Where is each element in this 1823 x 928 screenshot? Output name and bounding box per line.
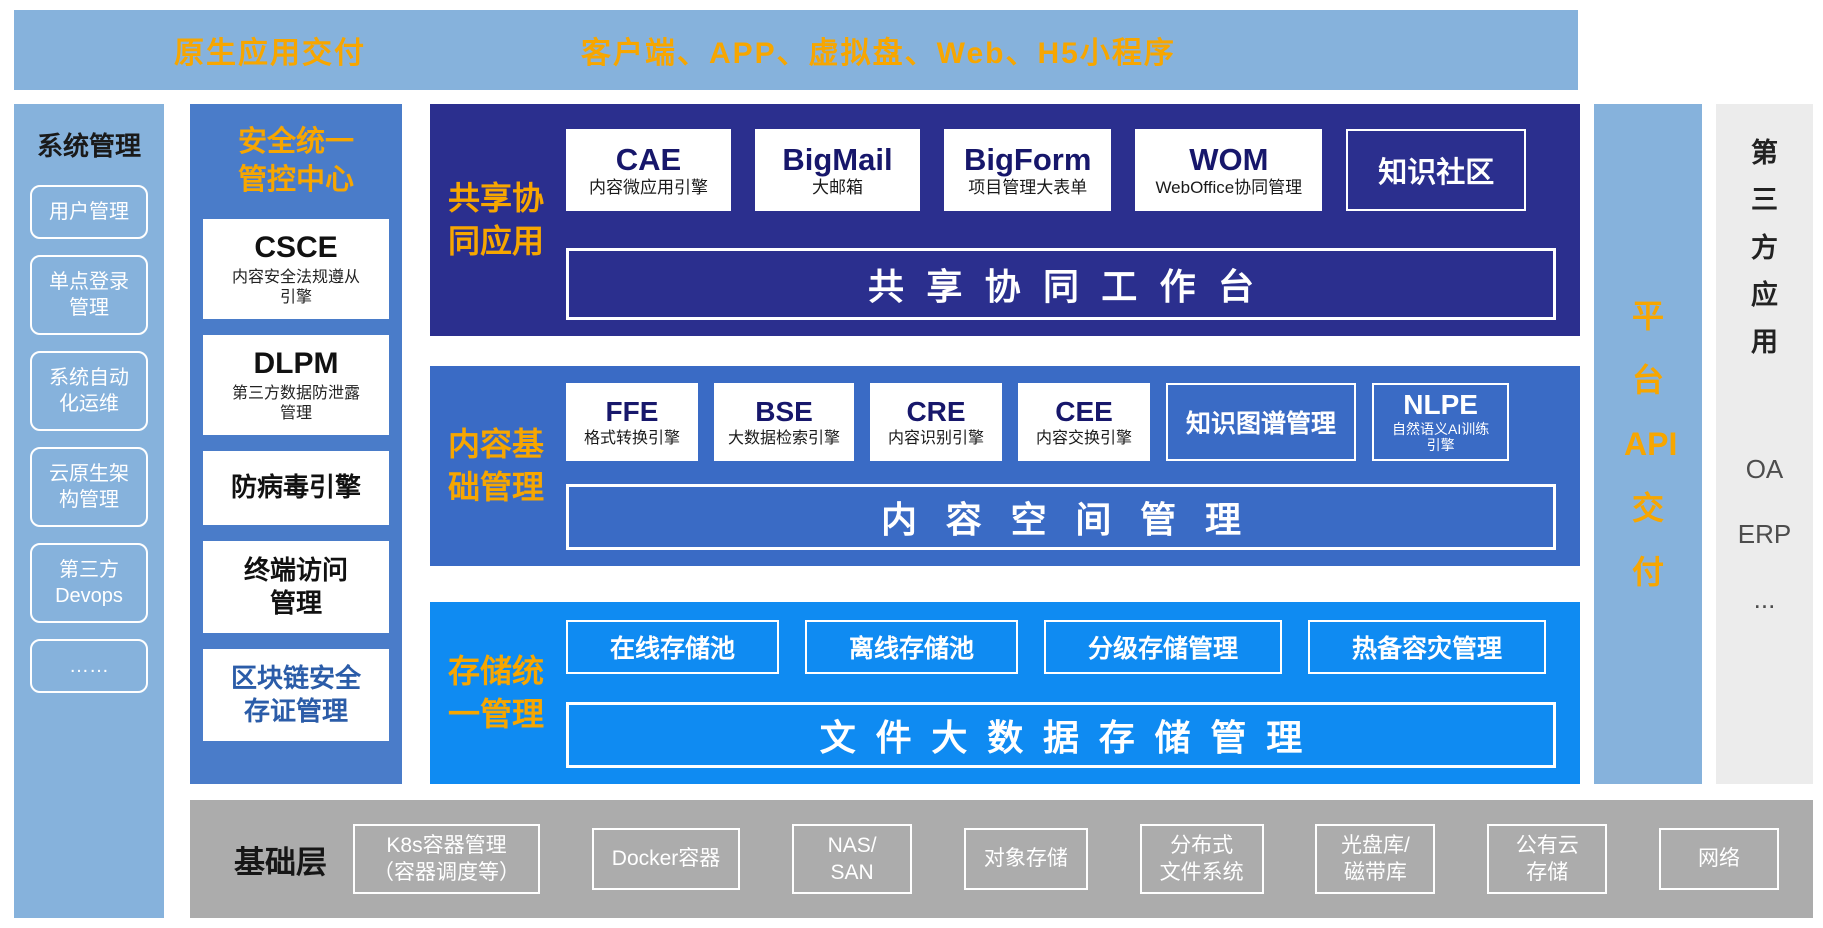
third-party-title: 第三方应用 bbox=[1751, 138, 1778, 357]
dlpm-desc: 第三方数据防泄露 管理 bbox=[231, 385, 360, 423]
cre-desc: 内容识别引擎 bbox=[888, 429, 985, 447]
system-management-title: 系统管理 bbox=[36, 131, 141, 161]
base-box-object-storage: 对象存储 bbox=[963, 828, 1088, 890]
antivirus-label: 防病毒引擎 bbox=[230, 472, 361, 503]
box-bse: BSE 大数据检索引擎 bbox=[714, 383, 855, 461]
sec-box-terminal-access: 终端访问 管理 bbox=[203, 541, 389, 634]
sec-box-blockchain: 区块链安全 存证管理 bbox=[203, 649, 389, 742]
sys-item-user-mgmt: 用户管理 bbox=[30, 185, 148, 239]
csce-name: CSCE bbox=[254, 230, 338, 264]
security-center-panel: 安全统一 管控中心 CSCE 内容安全法规遵从 引擎 DLPM 第三方数据防泄露… bbox=[190, 104, 402, 784]
shared-collab-content: CAE 内容微应用引擎 BigMail 大邮箱 BigForm 项目管理大表单 … bbox=[566, 120, 1556, 320]
band-storage: 存储统 一管理 在线存储池 离线存储池 分级存储管理 热备容灾管理 文件大数据存… bbox=[430, 602, 1580, 784]
base-box-public-cloud: 公有云 存储 bbox=[1487, 823, 1608, 895]
dlpm-name: DLPM bbox=[253, 346, 339, 380]
ffe-desc: 格式转换引擎 bbox=[583, 429, 680, 447]
bigmail-desc: 大邮箱 bbox=[812, 177, 863, 197]
terminal-access-label: 终端访问 管理 bbox=[243, 554, 348, 619]
csce-desc: 内容安全法规遵从 引擎 bbox=[231, 269, 360, 307]
box-bigform: BigForm 项目管理大表单 bbox=[944, 129, 1112, 211]
client-channels-label: 客户端、APP、虚拟盘、Web、H5小程序 bbox=[581, 37, 1176, 70]
bigform-desc: 项目管理大表单 bbox=[968, 177, 1088, 197]
base-box-distributed-fs: 分布式 文件系统 bbox=[1139, 823, 1264, 895]
base-box-network: 网络 bbox=[1659, 828, 1779, 890]
shared-workbench-bar: 共享协同工作台 bbox=[566, 248, 1556, 320]
cee-desc: 内容交换引擎 bbox=[1036, 429, 1133, 447]
box-ffe: FFE 格式转换引擎 bbox=[566, 383, 698, 461]
nlpe-name: NLPE bbox=[1403, 388, 1478, 420]
third-party-panel: 第三方应用 OA ERP ... bbox=[1716, 104, 1813, 784]
native-app-delivery-label: 原生应用交付 bbox=[174, 37, 366, 70]
tp-item-oa: OA bbox=[1745, 454, 1784, 485]
storage-label: 存储统 一管理 bbox=[448, 652, 545, 732]
content-mgmt-label: 内容基 础管理 bbox=[448, 425, 545, 505]
base-box-docker: Docker容器 bbox=[591, 828, 741, 890]
box-online-pool: 在线存储池 bbox=[566, 620, 780, 674]
content-mgmt-box-row: FFE 格式转换引擎 BSE 大数据检索引擎 CRE 内容识别引擎 CEE 内容… bbox=[566, 382, 1556, 462]
base-layer-boxes: K8s容器管理 （容器调度等） Docker容器 NAS/ SAN 对象存储 分… bbox=[353, 823, 1779, 895]
storage-content: 在线存储池 离线存储池 分级存储管理 热备容灾管理 文件大数据存储管理 bbox=[566, 618, 1556, 768]
shared-collab-box-row: CAE 内容微应用引擎 BigMail 大邮箱 BigForm 项目管理大表单 … bbox=[566, 120, 1556, 220]
shared-collab-label: 共享协 同应用 bbox=[448, 179, 545, 259]
box-offline-pool: 离线存储池 bbox=[804, 620, 1018, 674]
box-tiered-storage: 分级存储管理 bbox=[1043, 620, 1282, 674]
content-mgmt-content: FFE 格式转换引擎 BSE 大数据检索引擎 CRE 内容识别引擎 CEE 内容… bbox=[566, 382, 1556, 550]
storage-box-row: 在线存储池 离线存储池 分级存储管理 热备容灾管理 bbox=[566, 618, 1556, 676]
band-shared-collab: 共享协 同应用 CAE 内容微应用引擎 BigMail 大邮箱 BigForm … bbox=[430, 104, 1580, 336]
box-cee: CEE 内容交换引擎 bbox=[1018, 383, 1151, 461]
bse-name: BSE bbox=[755, 396, 813, 428]
box-hot-backup: 热备容灾管理 bbox=[1307, 620, 1546, 674]
base-box-optical-tape: 光盘库/ 磁带库 bbox=[1315, 823, 1436, 895]
box-knowledge-graph: 知识图谱管理 bbox=[1166, 383, 1357, 461]
cee-name: CEE bbox=[1055, 396, 1113, 428]
top-banner: 原生应用交付 客户端、APP、虚拟盘、Web、H5小程序 bbox=[14, 10, 1578, 90]
cae-name: CAE bbox=[615, 141, 682, 177]
box-cre: CRE 内容识别引擎 bbox=[870, 383, 1003, 461]
platform-api-label: 平台API交付 bbox=[1624, 298, 1678, 590]
base-layer-bar: 基础层 K8s容器管理 （容器调度等） Docker容器 NAS/ SAN 对象… bbox=[190, 800, 1813, 918]
base-layer-title: 基础层 bbox=[234, 844, 327, 880]
sys-item-more: …… bbox=[30, 639, 148, 693]
sec-box-csce: CSCE 内容安全法规遵从 引擎 bbox=[203, 219, 389, 320]
box-nlpe: NLPE 自然语义AI训练 引擎 bbox=[1372, 383, 1510, 461]
cae-desc: 内容微应用引擎 bbox=[589, 177, 708, 197]
sec-box-antivirus: 防病毒引擎 bbox=[203, 451, 389, 526]
tp-item-more: ... bbox=[1753, 584, 1776, 615]
sys-item-sso-mgmt: 单点登录 管理 bbox=[30, 255, 148, 335]
knowledge-graph-label: 知识图谱管理 bbox=[1186, 410, 1337, 438]
sec-box-dlpm: DLPM 第三方数据防泄露 管理 bbox=[203, 335, 389, 436]
ffe-name: FFE bbox=[605, 396, 659, 428]
box-cae: CAE 内容微应用引擎 bbox=[566, 129, 731, 211]
nlpe-desc: 自然语义AI训练 引擎 bbox=[1392, 420, 1490, 454]
wom-name: WOM bbox=[1189, 141, 1269, 177]
base-box-k8s: K8s容器管理 （容器调度等） bbox=[353, 823, 540, 895]
sys-item-devops: 第三方 Devops bbox=[30, 543, 148, 623]
blockchain-label: 区块链安全 存证管理 bbox=[230, 662, 361, 727]
cre-name: CRE bbox=[906, 396, 966, 428]
bigform-name: BigForm bbox=[964, 141, 1092, 177]
box-knowledge-community: 知识社区 bbox=[1346, 129, 1527, 211]
sys-item-cloud-native: 云原生架 构管理 bbox=[30, 447, 148, 527]
file-bigdata-storage-bar: 文件大数据存储管理 bbox=[566, 702, 1556, 768]
base-box-nas-san: NAS/ SAN bbox=[792, 823, 913, 895]
system-management-panel: 系统管理 用户管理 单点登录 管理 系统自动 化运维 云原生架 构管理 第三方 … bbox=[14, 104, 164, 918]
bse-desc: 大数据检索引擎 bbox=[728, 429, 841, 447]
box-bigmail: BigMail 大邮箱 bbox=[755, 129, 920, 211]
box-wom: WOM WebOffice协同管理 bbox=[1135, 129, 1323, 211]
bigmail-name: BigMail bbox=[782, 141, 893, 177]
sys-item-auto-ops: 系统自动 化运维 bbox=[30, 351, 148, 431]
band-content-mgmt: 内容基 础管理 FFE 格式转换引擎 BSE 大数据检索引擎 CRE 内容识别引… bbox=[430, 366, 1580, 566]
security-center-title: 安全统一 管控中心 bbox=[237, 126, 354, 196]
content-space-bar: 内容空间管理 bbox=[566, 484, 1556, 550]
platform-api-panel: 平台API交付 bbox=[1594, 104, 1702, 784]
tp-item-erp: ERP bbox=[1737, 519, 1792, 550]
wom-desc: WebOffice协同管理 bbox=[1155, 177, 1303, 197]
third-party-items: OA ERP ... bbox=[1738, 454, 1791, 615]
